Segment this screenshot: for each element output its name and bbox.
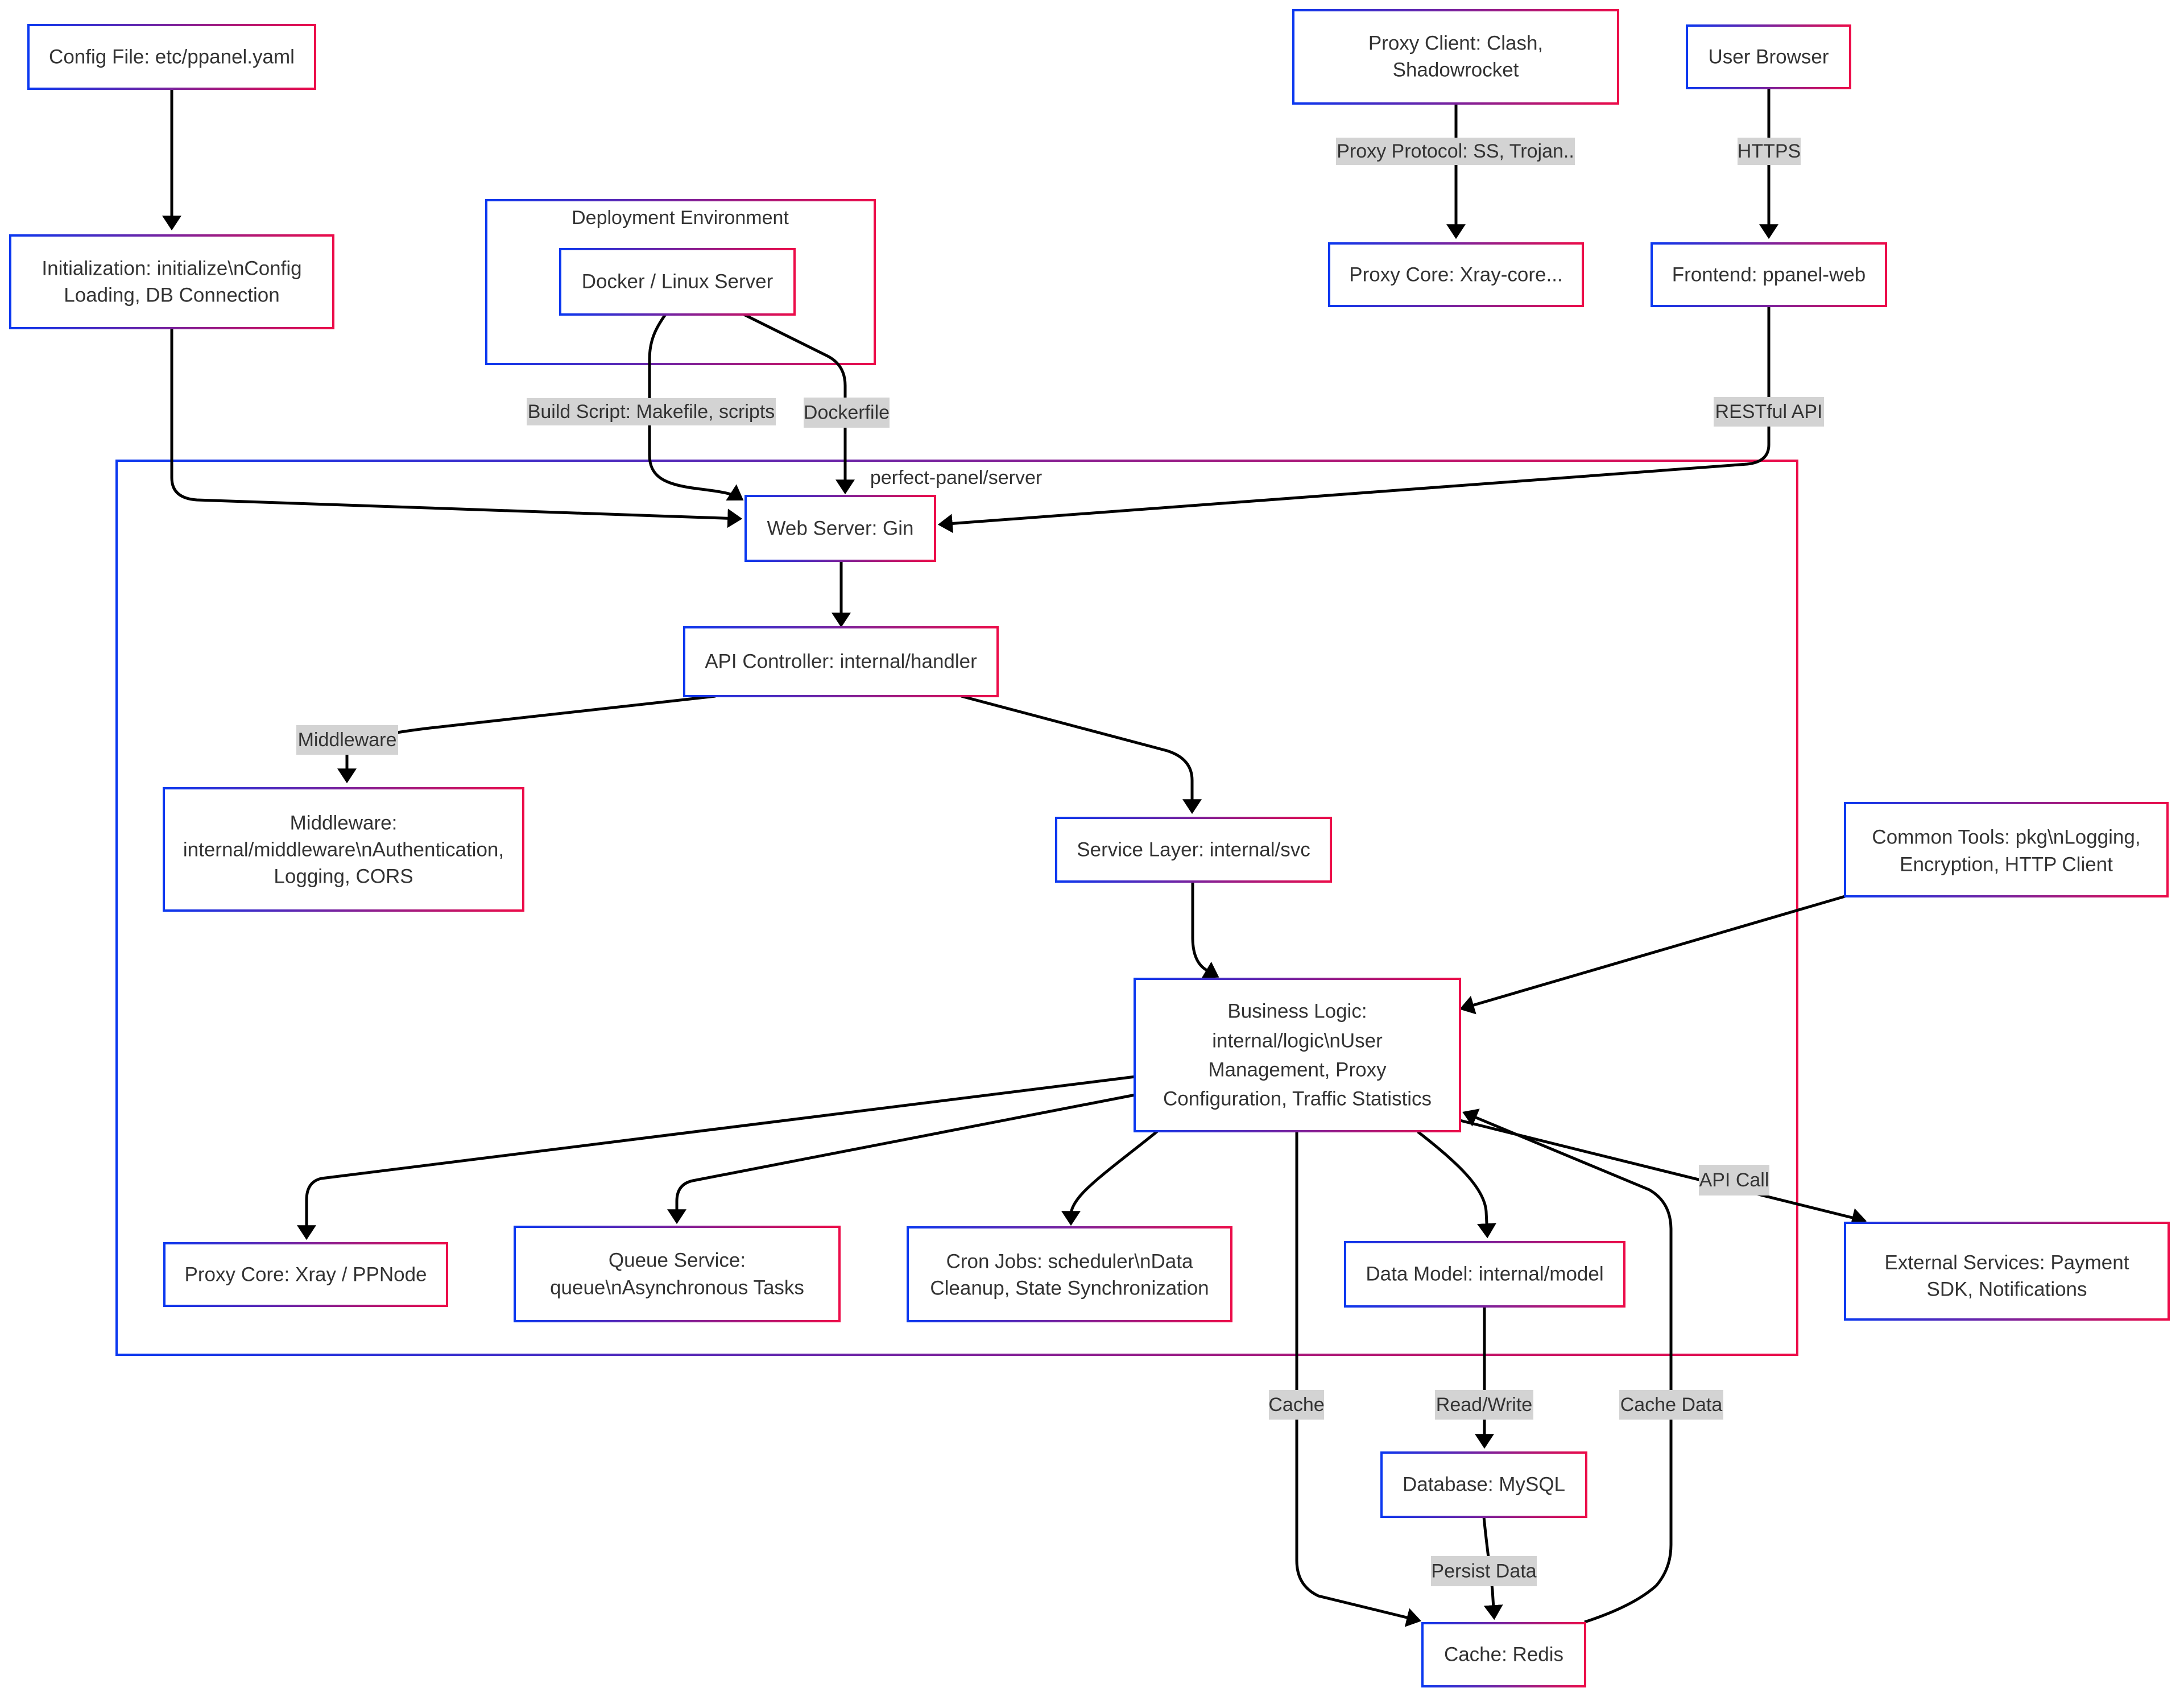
- svg-text:Cron Jobs: scheduler\nData: Cron Jobs: scheduler\nData: [946, 1251, 1193, 1273]
- svg-text:Middleware:: Middleware:: [290, 812, 398, 834]
- svg-text:Deployment Environment: Deployment Environment: [572, 207, 789, 229]
- svg-text:Database: MySQL: Database: MySQL: [1403, 1474, 1565, 1496]
- svg-text:Common Tools: pkg\nLogging,: Common Tools: pkg\nLogging,: [1872, 826, 2140, 849]
- svg-text:External Services: Payment: External Services: Payment: [1885, 1252, 2129, 1274]
- svg-text:Read/Write: Read/Write: [1436, 1394, 1532, 1416]
- svg-text:queue\nAsynchronous Tasks: queue\nAsynchronous Tasks: [550, 1277, 804, 1299]
- svg-text:internal/logic\nUser: internal/logic\nUser: [1212, 1030, 1383, 1052]
- svg-text:Persist Data: Persist Data: [1431, 1561, 1536, 1582]
- svg-text:Management, Proxy: Management, Proxy: [1208, 1059, 1387, 1081]
- svg-text:Service Layer: internal/svc: Service Layer: internal/svc: [1077, 839, 1310, 861]
- svg-text:Cleanup, State Synchronization: Cleanup, State Synchronization: [930, 1277, 1209, 1300]
- svg-text:HTTPS: HTTPS: [1738, 140, 1801, 162]
- svg-text:Middleware: Middleware: [298, 729, 397, 751]
- svg-text:Queue Service:: Queue Service:: [609, 1250, 746, 1272]
- svg-text:Loading, DB Connection: Loading, DB Connection: [64, 284, 279, 307]
- svg-text:Build Script: Makefile, script: Build Script: Makefile, scripts: [528, 401, 775, 423]
- svg-text:Proxy Core: Xray / PPNode: Proxy Core: Xray / PPNode: [185, 1264, 427, 1286]
- svg-text:Encryption, HTTP Client: Encryption, HTTP Client: [1900, 854, 2113, 876]
- svg-text:API Call: API Call: [1699, 1169, 1769, 1191]
- svg-text:Proxy Protocol: SS, Trojan..: Proxy Protocol: SS, Trojan..: [1337, 140, 1574, 162]
- svg-text:Initialization: initialize\nCo: Initialization: initialize\nConfig: [42, 258, 301, 280]
- svg-text:Docker / Linux Server: Docker / Linux Server: [582, 271, 774, 293]
- svg-text:Proxy Client: Clash,: Proxy Client: Clash,: [1368, 32, 1543, 55]
- svg-text:Data Model: internal/model: Data Model: internal/model: [1366, 1263, 1603, 1285]
- svg-text:Configuration, Traffic Statist: Configuration, Traffic Statistics: [1163, 1088, 1432, 1110]
- svg-text:RESTful API: RESTful API: [1715, 401, 1823, 423]
- svg-text:SDK, Notifications: SDK, Notifications: [1926, 1279, 2087, 1301]
- svg-text:Dockerfile: Dockerfile: [804, 402, 890, 424]
- svg-text:internal/middleware\nAuthentic: internal/middleware\nAuthentication,: [183, 839, 504, 861]
- svg-text:API Controller: internal/handl: API Controller: internal/handler: [705, 651, 977, 673]
- svg-text:Config File: etc/ppanel.yaml: Config File: etc/ppanel.yaml: [49, 46, 295, 68]
- svg-text:Cache: Cache: [1268, 1394, 1324, 1416]
- svg-text:perfect-panel/server: perfect-panel/server: [870, 467, 1042, 489]
- svg-text:Web Server: Gin: Web Server: Gin: [767, 518, 913, 540]
- svg-text:Frontend: ppanel-web: Frontend: ppanel-web: [1672, 264, 1866, 286]
- svg-text:Proxy Core: Xray-core...: Proxy Core: Xray-core...: [1349, 264, 1562, 286]
- svg-text:Shadowrocket: Shadowrocket: [1393, 59, 1519, 81]
- svg-text:Logging, CORS: Logging, CORS: [274, 866, 413, 888]
- svg-text:Business Logic:: Business Logic:: [1227, 1000, 1367, 1023]
- svg-text:Cache: Redis: Cache: Redis: [1444, 1644, 1563, 1666]
- svg-text:User Browser: User Browser: [1709, 46, 1829, 68]
- svg-text:Cache Data: Cache Data: [1620, 1394, 1723, 1416]
